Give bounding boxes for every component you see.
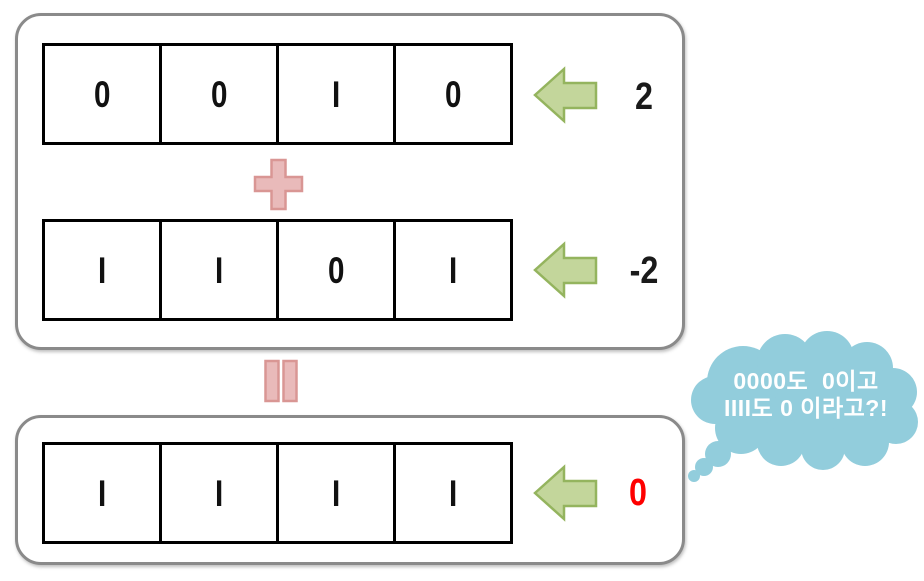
bit-value: I xyxy=(448,249,458,291)
left-arrow-icon xyxy=(533,241,599,299)
bit-cell: I xyxy=(42,442,162,544)
bit-cell: I xyxy=(42,219,162,321)
bit-value: I xyxy=(214,249,224,291)
bit-value: I xyxy=(448,472,458,514)
bit-value: 0 xyxy=(444,73,462,115)
thought-bubble xyxy=(685,330,924,485)
bit-cell: I xyxy=(276,442,396,544)
bit-value: 0 xyxy=(210,73,228,115)
bit-cell: I xyxy=(393,219,513,321)
decimal-value-second: -2 xyxy=(629,250,659,292)
bit-row-result: I I I I xyxy=(42,442,513,544)
bit-cell: 0 xyxy=(159,43,279,145)
bit-value: I xyxy=(97,472,107,514)
equals-icon xyxy=(264,359,300,410)
bubble-line-1: 0000도 0이고 xyxy=(733,368,879,394)
bit-cell: I xyxy=(276,43,396,145)
bit-cell: I xyxy=(393,442,513,544)
decimal-value-first: 2 xyxy=(635,76,653,118)
bit-value: I xyxy=(214,472,224,514)
left-arrow-icon xyxy=(533,464,599,522)
decimal-value-result: 0 xyxy=(629,472,647,514)
left-arrow-icon xyxy=(533,66,599,124)
bit-value: I xyxy=(331,472,341,514)
bit-value: 0 xyxy=(93,73,111,115)
bit-value: 0 xyxy=(327,249,345,291)
bit-value: I xyxy=(331,73,341,115)
bit-row-second-operand: I I 0 I xyxy=(42,219,513,321)
bit-cell: I xyxy=(159,442,279,544)
bit-row-first-operand: 0 0 I 0 xyxy=(42,43,513,145)
bit-cell: 0 xyxy=(276,219,396,321)
bit-cell: I xyxy=(159,219,279,321)
bit-cell: 0 xyxy=(42,43,162,145)
plus-icon xyxy=(252,158,304,217)
bit-cell: 0 xyxy=(393,43,513,145)
bubble-line-2: IIII도 0 이라고?! xyxy=(724,395,888,421)
bit-value: I xyxy=(97,249,107,291)
